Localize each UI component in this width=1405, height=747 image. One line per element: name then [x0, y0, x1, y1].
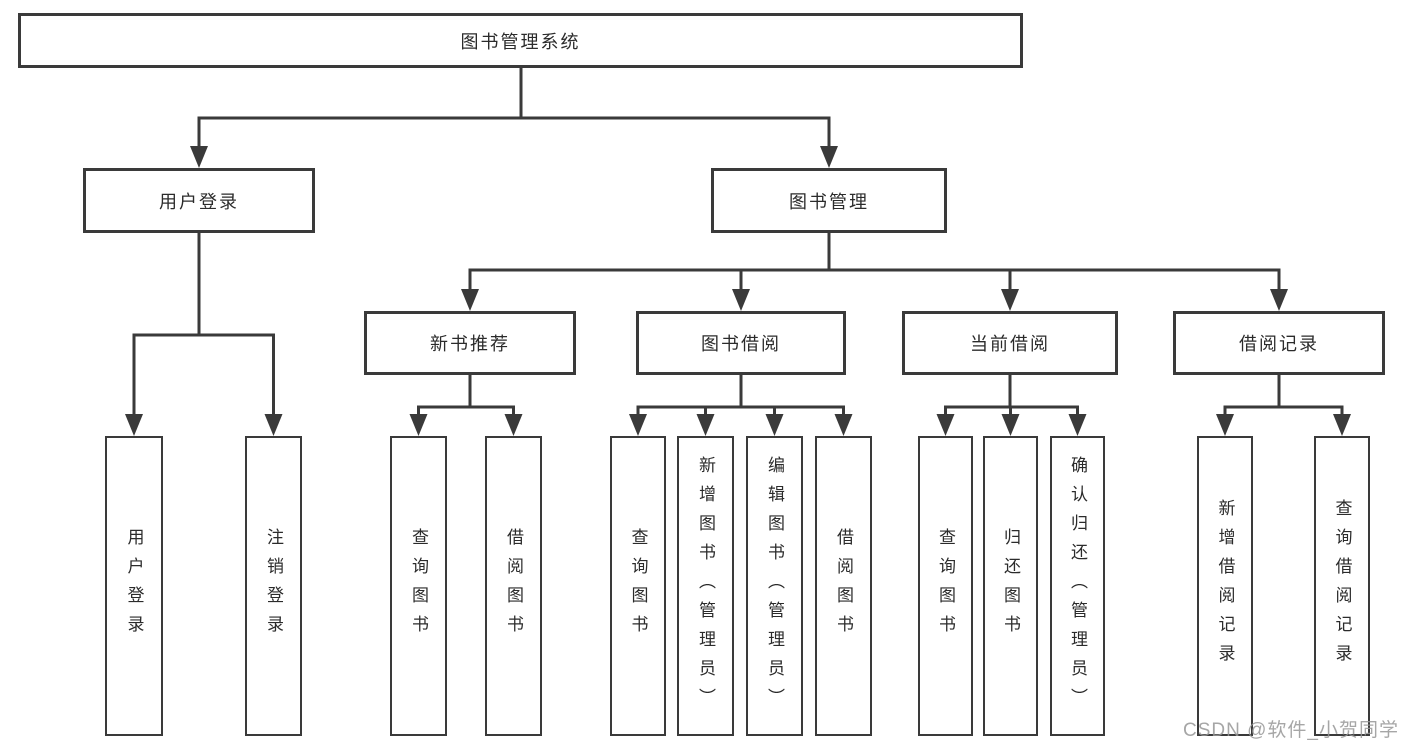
leaf-edit-books-admin-label: 编辑图书（管理员） [765, 455, 784, 717]
leaf-query-books-borrow: 查询图书 [610, 436, 666, 736]
node-user-login: 用户登录 [83, 168, 315, 233]
node-current-borrow-label: 当前借阅 [970, 334, 1050, 354]
edge-bookborrow-branch [636, 405, 845, 416]
arrowheads [125, 146, 1351, 436]
leaf-confirm-return-admin: 确认归还（管理员） [1050, 436, 1105, 736]
edge-root-branch [197, 116, 831, 148]
leaf-user-login-label: 用户登录 [124, 528, 144, 644]
leaf-return-books-label: 归还图书 [1001, 528, 1020, 644]
leaf-add-books-admin: 新增图书（管理员） [677, 436, 734, 736]
edge-records-branch [1223, 405, 1344, 416]
leaf-query-books-newbooks-label: 查询图书 [409, 528, 428, 644]
leaf-query-books-current-label: 查询图书 [936, 528, 955, 644]
node-new-book-recommend-label: 新书推荐 [430, 334, 510, 354]
leaf-query-borrow-record-label: 查询借阅记录 [1332, 499, 1352, 673]
node-user-login-label: 用户登录 [159, 191, 239, 212]
leaf-add-borrow-record: 新增借阅记录 [1197, 436, 1253, 736]
node-library-system: 图书管理系统 [18, 13, 1023, 68]
leaf-return-books: 归还图书 [983, 436, 1038, 736]
leaf-edit-books-admin: 编辑图书（管理员） [746, 436, 803, 736]
leaf-query-borrow-record: 查询借阅记录 [1314, 436, 1370, 736]
leaf-borrow-books-newbooks: 借阅图书 [485, 436, 542, 736]
watermark: CSDN @软件_小贺同学 [1183, 720, 1399, 741]
node-library-system-label: 图书管理系统 [460, 31, 581, 52]
leaf-borrow-books-newbooks-label: 借阅图书 [504, 528, 523, 644]
edge-newbooks-branch [417, 405, 515, 416]
edge-userlogin-branch [132, 333, 275, 416]
node-book-borrow: 图书借阅 [636, 311, 846, 375]
leaf-logout: 注销登录 [245, 436, 302, 736]
edge-bookmgmt-branch [468, 268, 1281, 291]
node-borrow-records: 借阅记录 [1173, 311, 1385, 375]
leaf-borrow-books: 借阅图书 [815, 436, 872, 736]
node-borrow-records-label: 借阅记录 [1239, 334, 1319, 354]
leaf-query-books-current: 查询图书 [918, 436, 973, 736]
node-book-management-label: 图书管理 [789, 191, 869, 212]
leaf-add-borrow-record-label: 新增借阅记录 [1215, 499, 1235, 673]
node-book-management: 图书管理 [711, 168, 947, 233]
leaf-user-login: 用户登录 [105, 436, 163, 736]
leaf-confirm-return-admin-label: 确认归还（管理员） [1068, 455, 1087, 717]
leaf-query-books-newbooks: 查询图书 [390, 436, 447, 736]
node-current-borrow: 当前借阅 [902, 311, 1118, 375]
node-book-borrow-label: 图书借阅 [701, 334, 781, 354]
leaf-add-books-admin-label: 新增图书（管理员） [696, 455, 715, 717]
leaf-query-books-borrow-label: 查询图书 [628, 528, 648, 644]
leaf-logout-label: 注销登录 [264, 528, 283, 644]
node-new-book-recommend: 新书推荐 [364, 311, 576, 375]
leaf-borrow-books-label: 借阅图书 [834, 528, 853, 644]
